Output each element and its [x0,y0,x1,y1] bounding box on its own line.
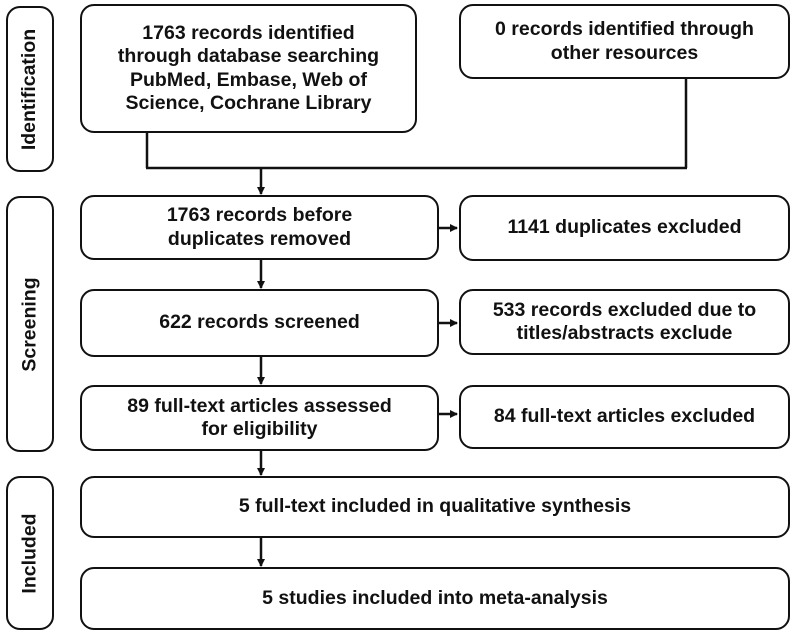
box-titles-abstracts-excluded: 533 records excluded due to titles/abstr… [459,289,790,355]
box-duplicates-excluded: 1141 duplicates excluded [459,195,790,261]
box-meta-analysis-text: 5 studies included into meta-analysis [262,586,608,609]
box-fulltext-excluded: 84 full-text articles excluded [459,385,790,449]
box-other-resources: 0 records identified through other resou… [459,4,790,79]
box-titles-abstracts-excluded-text: 533 records excluded due to titles/abstr… [492,298,757,344]
box-meta-analysis: 5 studies included into meta-analysis [80,567,790,630]
box-records-screened: 622 records screened [80,289,439,357]
box-database-records-text: 1763 records identified through database… [117,21,380,114]
box-other-resources-text: 0 records identified through other resou… [495,18,754,64]
box-qualitative-synthesis-text: 5 full-text included in qualitative synt… [238,495,632,518]
box-database-records: 1763 records identified through database… [80,4,417,133]
box-fulltext-assessed-text: 89 full-text articles assessed for eligi… [127,394,392,440]
stage-included: Included [6,476,54,630]
box-before-duplicates: 1763 records before duplicates removed [80,195,439,260]
box-fulltext-excluded-text: 84 full-text articles excluded [493,405,756,428]
box-qualitative-synthesis: 5 full-text included in qualitative synt… [80,476,790,538]
stage-identification: Identification [6,6,54,172]
box-before-duplicates-text: 1763 records before duplicates removed [166,204,353,250]
box-fulltext-assessed: 89 full-text articles assessed for eligi… [80,385,439,451]
box-duplicates-excluded-text: 1141 duplicates excluded [507,216,742,239]
stage-screening: Screening [6,196,54,452]
box-records-screened-text: 622 records screened [159,311,360,334]
